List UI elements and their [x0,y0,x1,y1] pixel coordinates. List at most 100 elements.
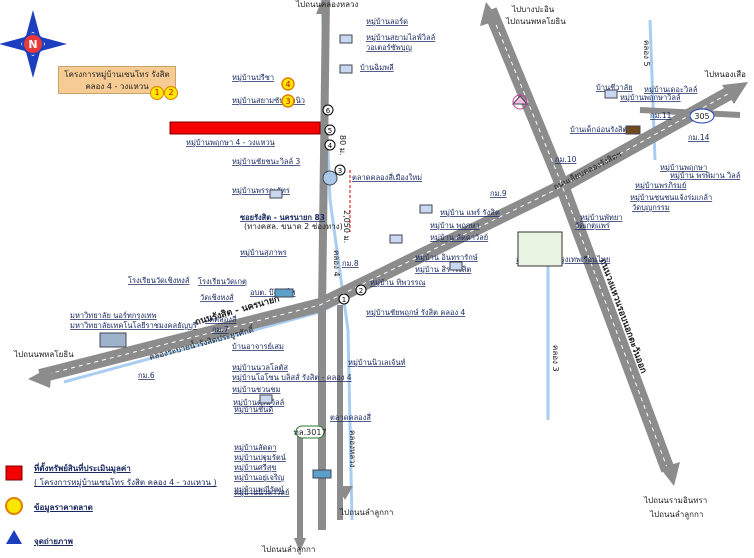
arrow-bottom-center [294,538,306,552]
legend-photo-swatch [6,530,22,544]
route-3017-shield: ทล.3017 [293,425,327,439]
svg-text:305: 305 [694,112,709,121]
place-label: วัดเชิงหงส์ [200,293,234,302]
label-bottom-mid: ไปถนนลำลูกกา [339,508,393,518]
place-label: หมู่บ้านชวนชม [232,385,281,394]
place-label: หมู่บ้านอยู่เจริญ [234,473,284,482]
market-data-points: 4 3 [281,77,295,108]
place-label: ตลาดคลองสี่เมืองใหม่ [352,172,422,182]
place-label: หมู่บ้านพรรณภัทร [232,186,290,195]
place-label: หมู่บ้านลอร์ด [366,17,408,26]
svg-text:กม.10: กม.10 [555,155,577,164]
place-label: หมู่บ้านเดอะวิลล์ [644,85,697,94]
svg-text:กม.6: กม.6 [138,371,155,380]
arrow-bottom-right [660,462,680,486]
sign-icon [511,95,529,105]
subject-property-marker [169,121,321,135]
label-soi-note: (ทางคสล. ขนาด 2 ช่องทาง) [244,222,343,231]
label-right: ไปหนองเสือ [704,70,746,79]
callout-line2: คลอง 4 - วงแหวน [85,82,149,91]
place-label: อบต. บึงคอไห [250,288,296,297]
house-icon [259,394,273,404]
route-305-shield: 305 [689,108,715,124]
label-bottom-right-1: ไปถนนรามอินทรา [643,496,707,505]
legend-photo-label: จุดถ่ายภาพ [34,537,73,546]
label-khlong-vertical: คลองหลวง [348,430,357,468]
university-icon [99,332,127,348]
legend-subject-title: ที่ตั้งทรัพย์สินที่ประเมินมูลค่า [34,464,131,473]
svg-text:6: 6 [326,107,331,115]
place-label: หมู่บ้านดรีมวิลล์ [233,398,284,407]
place-label: หมู่บ้านพฤกษา [660,163,707,172]
arrow-bottom-mid [337,486,353,500]
house-icon [419,204,433,214]
road-khlong4-west [318,0,330,530]
svg-text:5: 5 [328,127,332,135]
place-label: โรงเรียนวัดเกตุ [198,277,247,286]
svg-text:3: 3 [338,167,342,175]
label-khlong3: คลอง 3 [551,345,560,372]
lotus-sign-icon [274,288,294,298]
place-label: ตลาดคลองสี่ [330,412,371,422]
place-label: วัดคลองสี่ [205,314,237,324]
place-label: หมู่บ้าน อินทรารักษ์ [415,253,478,262]
road-305 [639,107,741,118]
house-icon [604,89,618,99]
market-point [281,94,295,108]
place-label: หมู่บ้านมณีรัตน์ [234,485,284,494]
place-label: หมู่บ้านลัดดา [234,443,277,452]
place-label: หมู่บ้านนิวลาวัลย์ [234,488,289,497]
arrow-right [722,82,748,104]
market-point [281,77,295,91]
place-label: หมู่บ้านชั้นดี [234,404,273,414]
place-label: หมู่บ้านโอโซน บลิสส์ รังสิต - คลอง 4 [232,373,352,382]
label-dist-2050: 2,050 ม. [342,210,351,243]
place-label: หมู่บ้าน สิรารังสิต [415,265,471,274]
place-label: หมู่บ้านชัยพฤกษ์ รังสิต คลอง 4 [366,308,466,317]
svg-text:1: 1 [342,296,346,304]
label-soi: ซอยรังสิต - นครนายก 83 [240,213,325,222]
place-label: หมู่บ้านนิวเลเจ้นท์ [348,358,406,367]
label-top-right-2: ไปถนนพหลโยธิน [505,16,566,26]
house-icon [449,261,463,271]
house-icon [389,234,403,244]
svg-text:4: 4 [285,80,290,89]
place-label: หมู่บ้านพรภิรมย์ [635,181,686,190]
svg-text:กม.14: กม.14 [688,133,710,142]
road-centerlines [39,9,736,471]
place-label: บ้านเด็กอ่อนรังสิต [570,124,627,134]
place-label: หมู่บ้านสุภาพร [240,248,287,257]
legend-subject-subtitle: ( โครงการหมู่บ้านเซนโทร รังสิต คลอง 4 - … [34,478,217,487]
place-label: หมู่บ้าน พรพิมาน วิลล์ [670,171,740,180]
road-outer-ring [483,7,675,473]
label-dist-80: 80 ม. [338,135,347,156]
project-callout: โครงการหมู่บ้านเซนโทร รังสิต คลอง 4 - วง… [58,66,176,94]
place-label: หมู่บ้านพฤกษาวิลล์ [620,93,681,102]
place-label: วัดบุญกรรม [632,203,670,212]
label-top-right-1: ไปบางปะอิน [511,5,555,14]
place-label: มหาวิทยาลัย นอร์ทกรุงเทพ [70,311,157,320]
place-label: หมู่บ้านนวลโลตัส [232,363,288,372]
direction-arrows [28,0,748,552]
legend-market-swatch [5,497,23,515]
place-label: มหาวิทยาลัยเทคโนโลยีราชมงคลธัญบุรี [70,321,197,330]
svg-text:ทล.3017: ทล.3017 [293,428,326,437]
orphanage-icon [625,125,641,135]
place-label: หมู่บ้าน พฤกษา [430,221,480,230]
place-label: บ้านอาจารย์เสม [232,342,284,351]
label-left: ไปถนนพหลโยธิน [13,349,74,359]
place-label: บ้านชีวาลัย [596,83,633,92]
compass-letter: N [28,38,37,51]
km-markers: กม.6 กม.7 กม.8 กม.9 กม.10 กม.11 กม.14 [138,111,710,380]
callout-line1: โครงการหมู่บ้านเซนโทร รังสิต [64,70,170,79]
place-label: หมู่บ้านปฐมรัตน์ [234,453,286,462]
svg-text:กม.7: กม.7 [212,325,229,334]
place-label: หมู่บ้านพฤกษา 4 - วงแหวน [186,138,275,147]
place-label: หมู่บ้านปรีชา [232,73,274,82]
golf-course-icon [517,231,563,267]
place-label: หมู่บ้านสยามไลฟ์วิลล์ [366,33,435,42]
lotus-sign-icon [312,469,332,479]
svg-text:กม.8: กม.8 [342,259,359,268]
label-khlong4: คลอง 4 [332,250,341,277]
